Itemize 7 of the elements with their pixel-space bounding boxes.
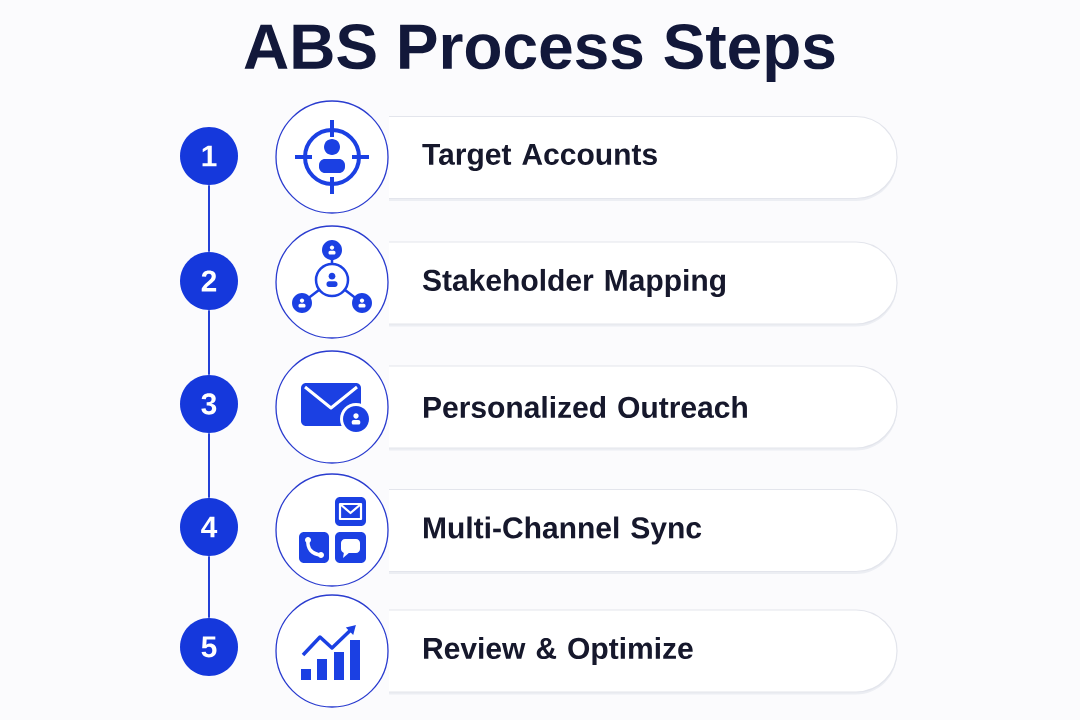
- connector-line: [208, 432, 210, 499]
- connector-line: [208, 309, 210, 376]
- title: ABS Process Steps: [244, 24, 835, 82]
- step-box: Review & Optimize: [388, 609, 898, 695]
- connector-line: [208, 184, 210, 253]
- connector-line: [208, 555, 210, 619]
- node-label: Multi-Channel Sync: [424, 516, 702, 545]
